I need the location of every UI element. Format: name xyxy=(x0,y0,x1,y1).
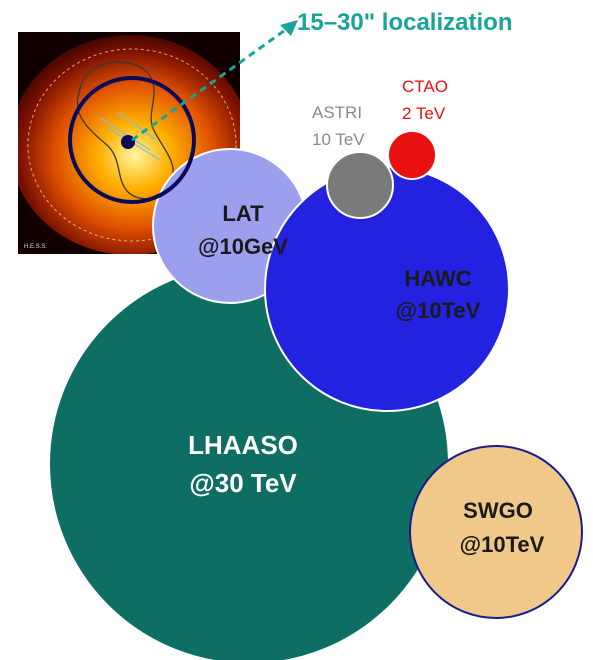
swgo-circle xyxy=(409,445,583,619)
localization-marker xyxy=(68,76,196,204)
astri-label-name: ASTRI xyxy=(312,103,362,122)
astri-label-energy: 10 TeV xyxy=(312,130,365,149)
lat-label-energy: @10GeV xyxy=(198,234,288,259)
ctao-label-name: CTAO xyxy=(402,77,448,96)
outer-dashed-contour xyxy=(27,48,237,242)
localization-label: 15–30" localization xyxy=(297,9,512,36)
hawc-label-energy: @10TeV xyxy=(396,298,481,323)
inset-caption: H.E.S.S. xyxy=(24,244,47,250)
swgo-label-name: SWGO xyxy=(463,498,533,523)
astri-circle xyxy=(326,151,394,219)
ctao-circle xyxy=(387,130,437,180)
lat-label-name: LAT xyxy=(222,201,264,226)
lhaaso-label-energy: @30 TeV xyxy=(189,468,297,498)
ctao-label-energy: 2 TeV xyxy=(402,104,446,123)
hawc-label-name: HAWC xyxy=(404,266,471,291)
localization-arrow xyxy=(131,20,298,142)
swgo-label-energy: @10TeV xyxy=(460,532,545,557)
lhaaso-label-name: LHAASO xyxy=(188,430,298,460)
